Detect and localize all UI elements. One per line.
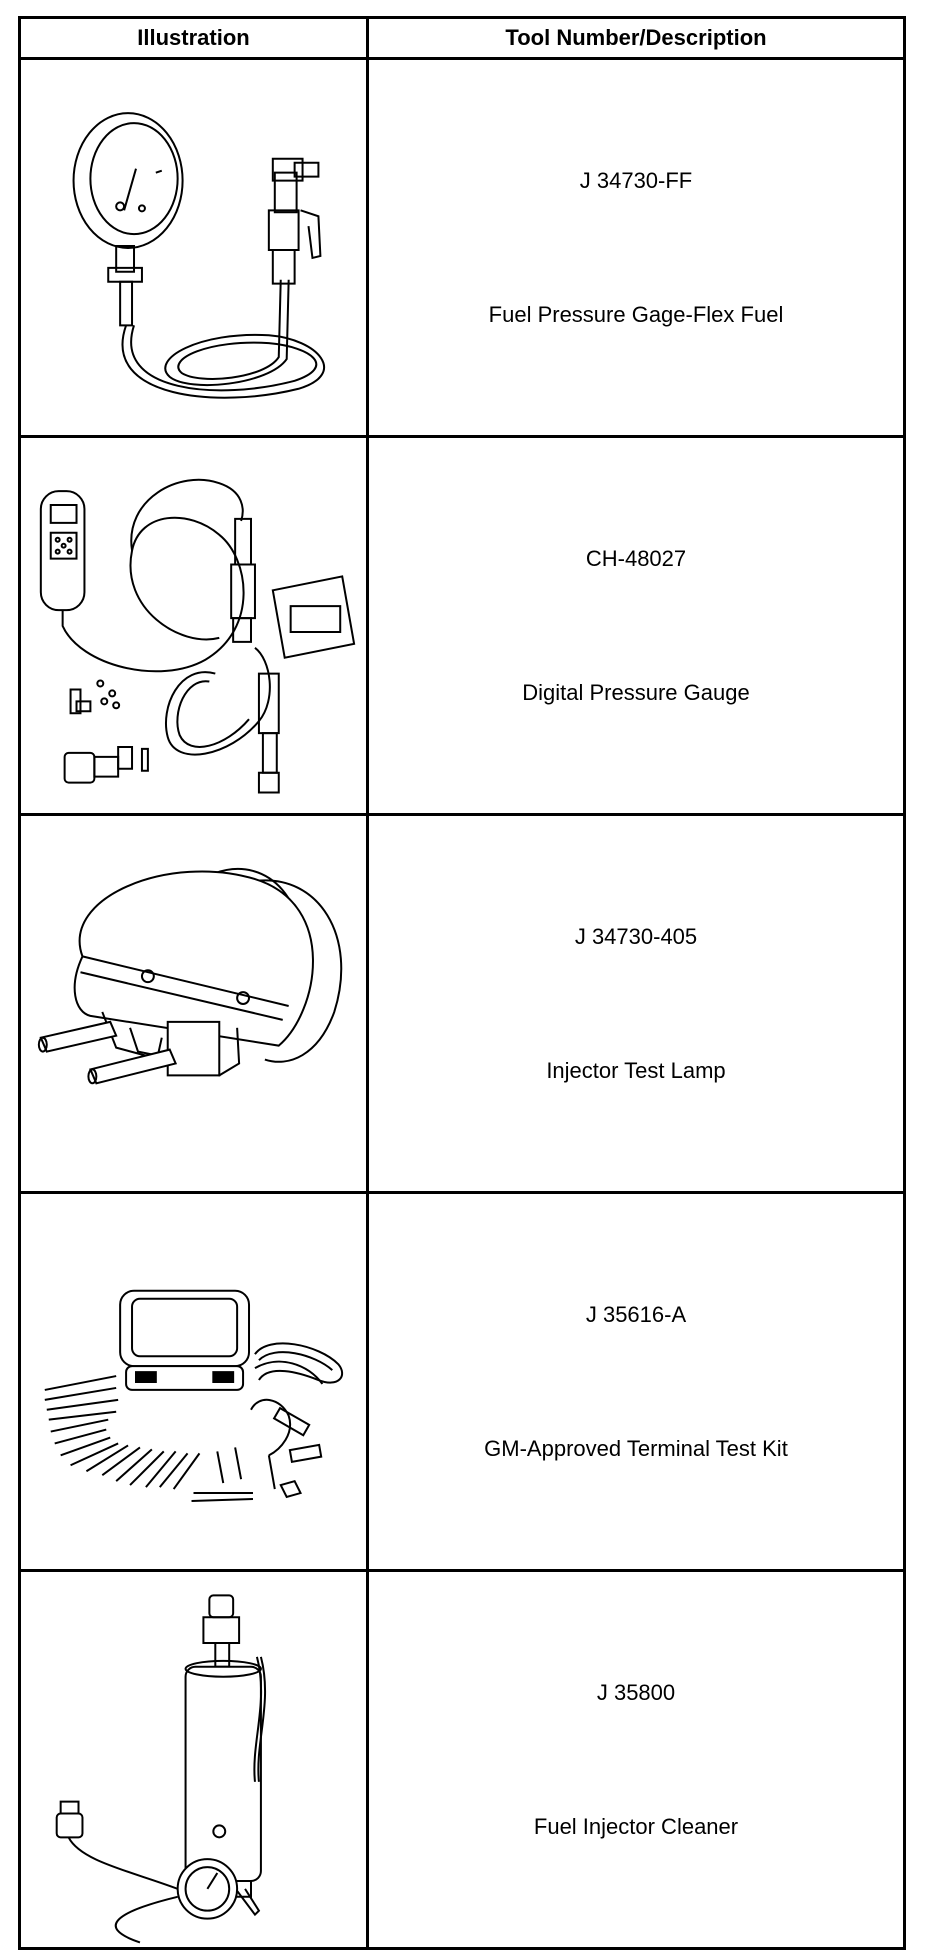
illustration-cell xyxy=(18,1191,369,1572)
description-cell: J 34730-405 Injector Test Lamp xyxy=(366,813,906,1194)
header-illustration: Illustration xyxy=(18,16,369,60)
digital-pressure-gauge-icon xyxy=(21,438,366,813)
header-description: Tool Number/Description xyxy=(366,16,906,60)
table-row: J 34730-405 Injector Test Lamp xyxy=(18,813,906,1194)
description-cell: J 35616-A GM-Approved Terminal Test Kit xyxy=(366,1191,906,1572)
illustration-cell xyxy=(18,57,369,438)
table-row: J 35616-A GM-Approved Terminal Test Kit xyxy=(18,1191,906,1572)
table-row: CH-48027 Digital Pressure Gauge xyxy=(18,435,906,816)
tool-number: J 34730-FF xyxy=(579,167,693,193)
tool-number: J 34730-405 xyxy=(574,923,698,949)
fuel-injector-cleaner-icon xyxy=(21,1572,366,1947)
tool-number: J 35616-A xyxy=(585,1301,687,1327)
fuel-pressure-gage-icon xyxy=(21,60,366,435)
table-row: J 35800 Fuel Injector Cleaner xyxy=(18,1569,906,1950)
tool-description: Fuel Pressure Gage-Flex Fuel xyxy=(488,301,784,327)
illustration-cell xyxy=(18,813,369,1194)
injector-test-lamp-icon xyxy=(21,816,366,1191)
tools-table: Illustration Tool Number/Description xyxy=(18,16,906,1950)
illustration-cell xyxy=(18,435,369,816)
description-cell: CH-48027 Digital Pressure Gauge xyxy=(366,435,906,816)
tool-description: Digital Pressure Gauge xyxy=(522,679,750,705)
description-cell: J 35800 Fuel Injector Cleaner xyxy=(366,1569,906,1950)
terminal-test-kit-icon xyxy=(21,1194,366,1569)
tool-number: CH-48027 xyxy=(585,545,687,571)
tool-description: GM-Approved Terminal Test Kit xyxy=(484,1435,788,1461)
tool-description: Injector Test Lamp xyxy=(546,1057,726,1083)
tool-number: J 35800 xyxy=(596,1679,676,1705)
description-cell: J 34730-FF Fuel Pressure Gage-Flex Fuel xyxy=(366,57,906,438)
tool-description: Fuel Injector Cleaner xyxy=(533,1813,739,1839)
table-row: J 34730-FF Fuel Pressure Gage-Flex Fuel xyxy=(18,57,906,438)
illustration-cell xyxy=(18,1569,369,1950)
header-row: Illustration Tool Number/Description xyxy=(18,16,906,60)
